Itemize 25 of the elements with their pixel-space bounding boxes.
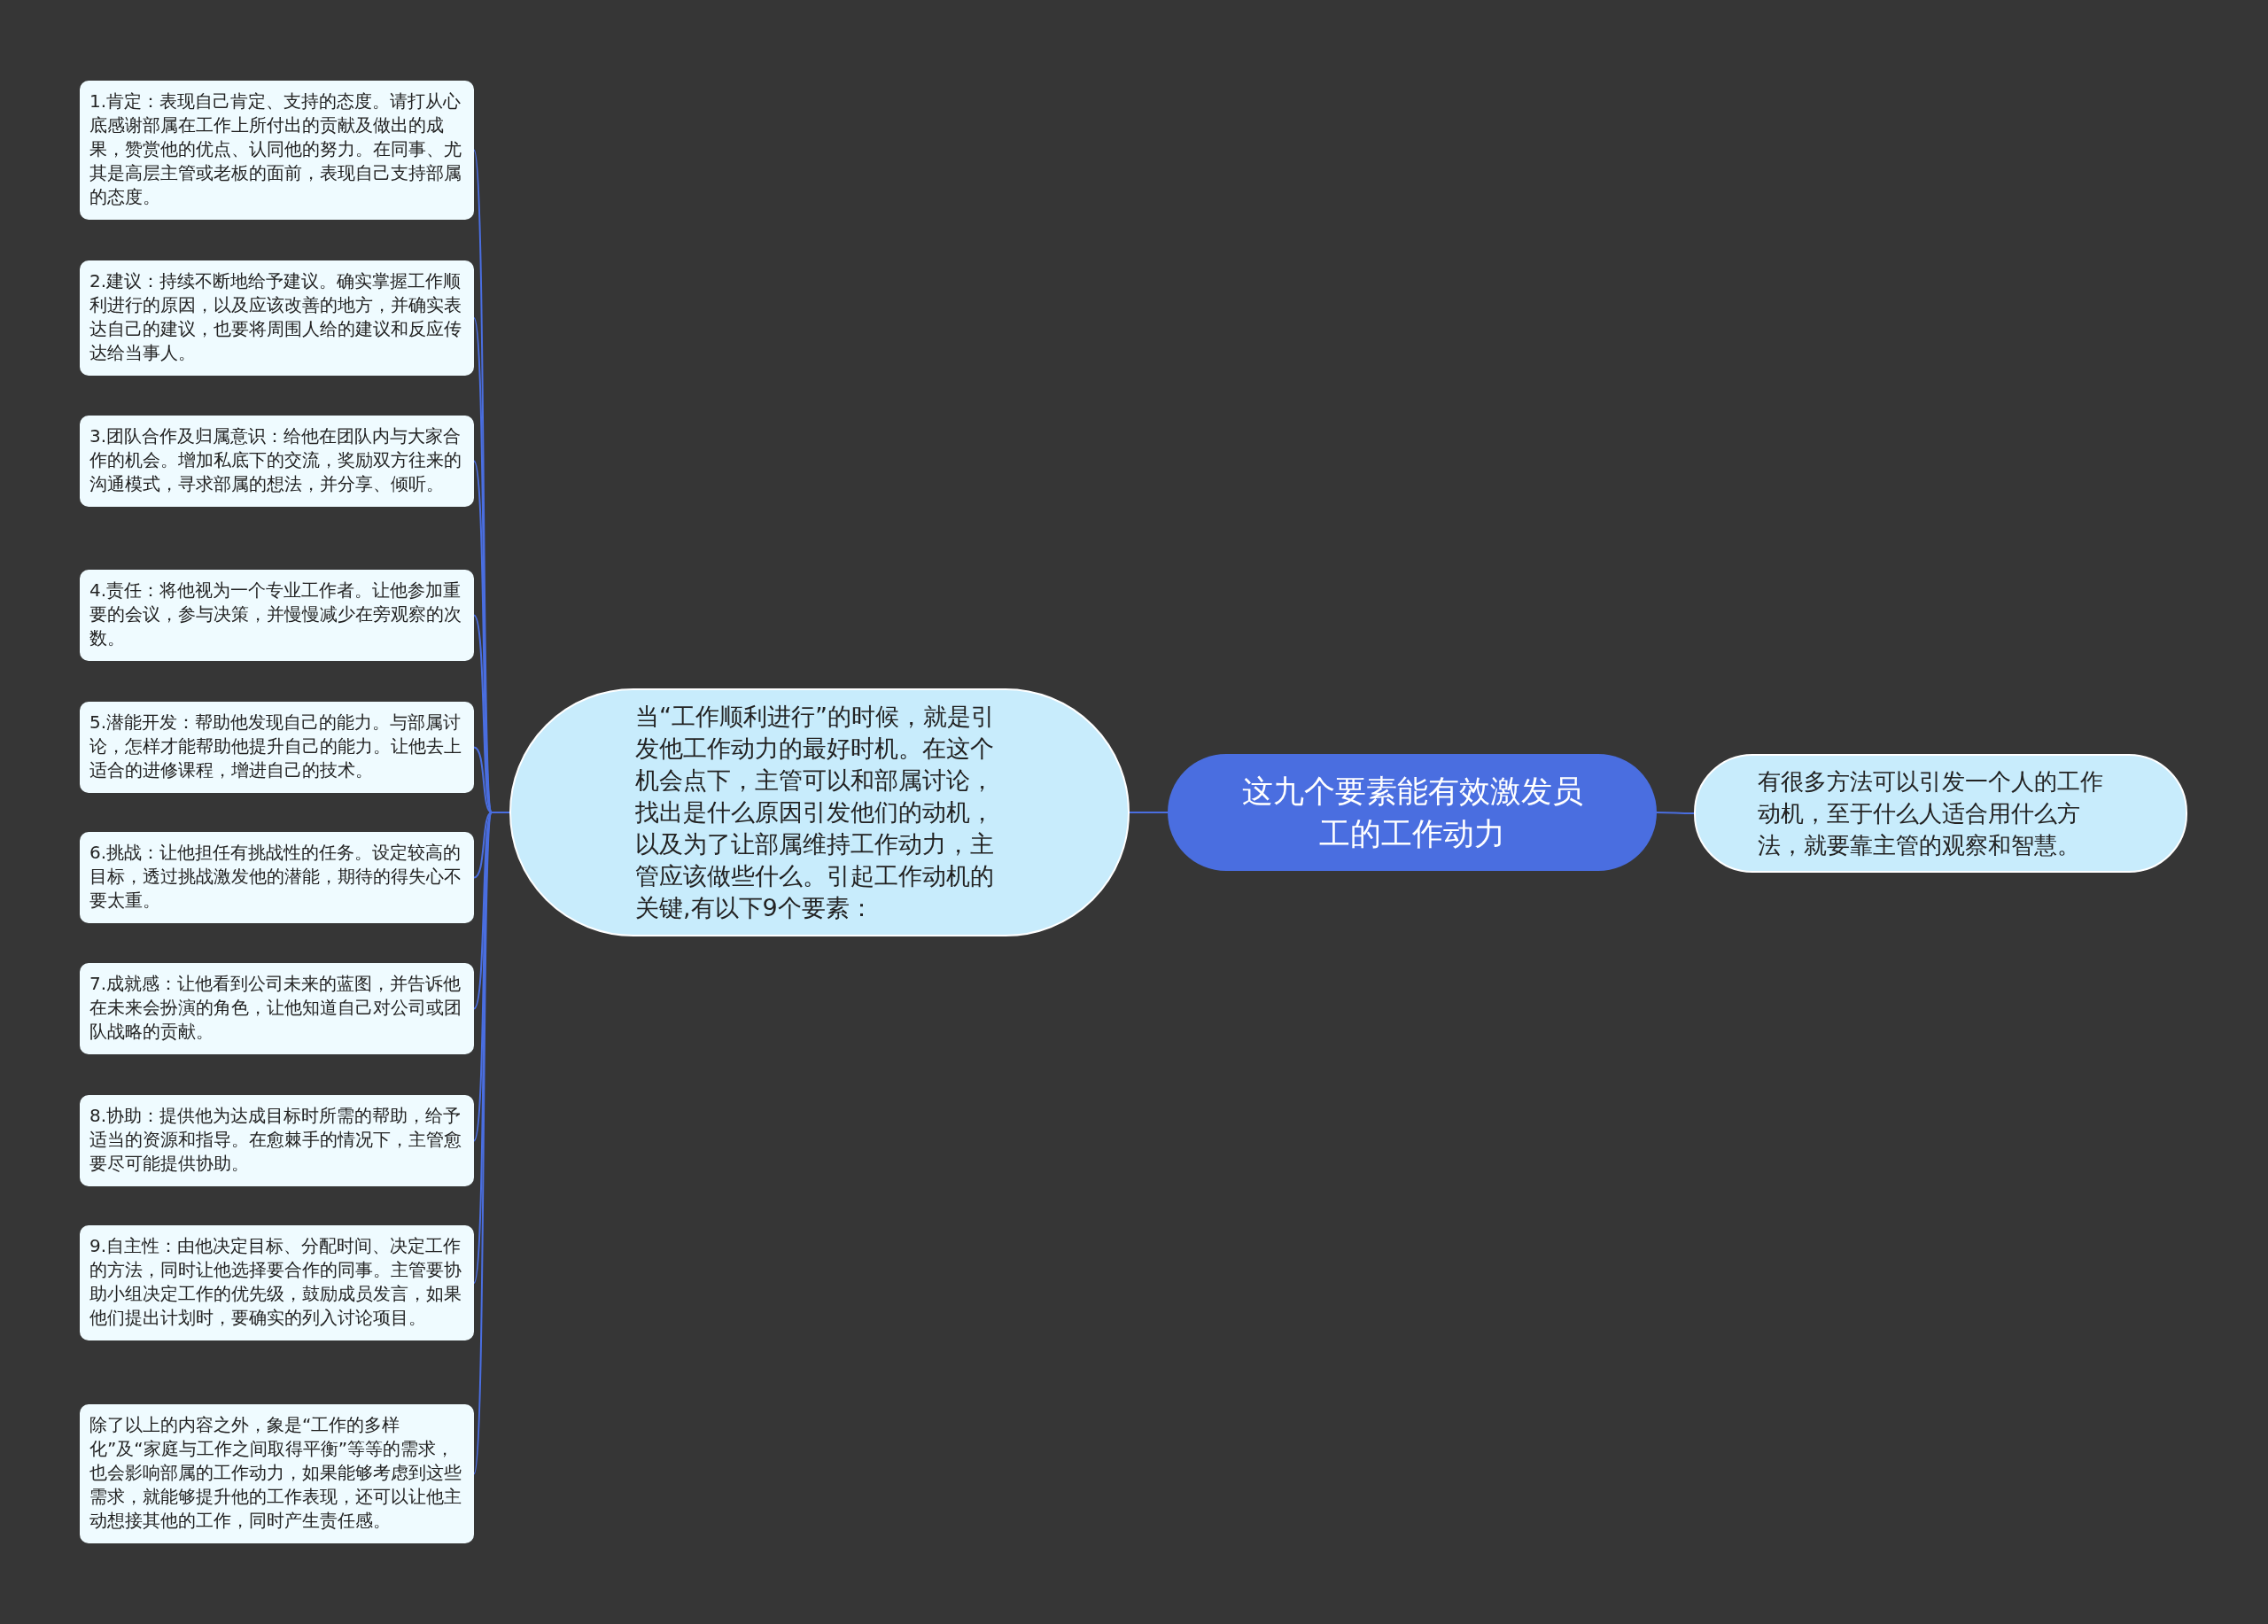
node-text: 除了以上的内容之外，象是“工作的多样化”及“家庭与工作之间取得平衡”等等的需求，也会影响部属的工作动力，如果能够考虑到这些需求，就能够提升他的工作表现，还可以让他主动想接其他的工作，同时产生责任感。 — [89, 1413, 462, 1533]
node-text: 4.责任：将他视为一个专业工作者。让他参加重要的会议，参与决策，并慢慢减少在旁观察的次数。 — [89, 579, 462, 650]
point-card — [80, 81, 474, 220]
node-text: 1.肯定：表现自己肯定、支持的态度。请打从心底感谢部属在工作上所付出的贡献及做出的成果，赞赏他的优点、认同他的努力。在同事、尤其是高层主管或老板的面前，表现自己支持部属的态度。 — [89, 89, 462, 209]
point-card — [80, 570, 474, 661]
connector-line — [1656, 812, 1695, 814]
point-card — [80, 963, 474, 1054]
point-card — [80, 832, 474, 923]
node-text: 3.团队合作及归属意识：给他在团队内与大家合作的机会。增加私底下的交流，奖励双方往来的沟通模式，寻求部属的想法，并分享、倾听。 — [89, 424, 462, 496]
node-text: 8.协助：提供他为达成目标时所需的帮助，给予适当的资源和指导。在愈棘手的情况下，主管愈要尽可能提供协助。 — [89, 1104, 462, 1176]
point-card — [80, 1095, 474, 1186]
node-text: 当“工作顺利进行”的时候，就是引发他工作动力的最好时机。在这个机会点下，主管可以和部属讨论，找出是什么原因引发他们的动机，以及为了让部属维持工作动力，主管应该做些什么。引起工作动机的关键,有以下9个要素： — [635, 702, 996, 923]
node-text: 5.潜能开发：帮助他发现自己的能力。与部属讨论，怎样才能帮助他提升自己的能力。让他去上适合的进修课程，增进自己的技术。 — [89, 711, 462, 782]
node-text: 6.挑战：让他担任有挑战性的任务。设定较高的目标，透过挑战激发他的潜能，期待的得失心不要太重。 — [89, 841, 462, 913]
point-card — [80, 416, 474, 507]
point-card — [80, 1404, 474, 1543]
node-text: 7.成就感：让他看到公司未来的蓝图，并告诉他在未来会扮演的角色，让他知道自己对公司或团队战略的贡献。 — [89, 972, 462, 1044]
node-text: 9.自主性：由他决定目标、分配时间、决定工作的方法，同时让他选择要合作的同事。主管要协助小组决定工作的优先级，鼓励成员发言，如果他们提出计划时，要确实的列入讨论项目。 — [89, 1234, 462, 1330]
node-text: 这九个要素能有效激发员工的工作动力 — [1240, 773, 1584, 853]
connector-line — [1129, 812, 1169, 813]
point-card — [80, 702, 474, 793]
node-text: 有很多方法可以引发一个人的工作动机，至于什么人适合用什么方法，就要靠主管的观察和智慧。 — [1758, 767, 2104, 860]
point-card — [80, 1225, 474, 1340]
point-card — [80, 260, 474, 376]
node-text: 2.建议：持续不断地给予建议。确实掌握工作顺利进行的原因，以及应该改善的地方，并确实表达自己的建议，也要将周围人给的建议和反应传达给当事人。 — [89, 269, 462, 365]
